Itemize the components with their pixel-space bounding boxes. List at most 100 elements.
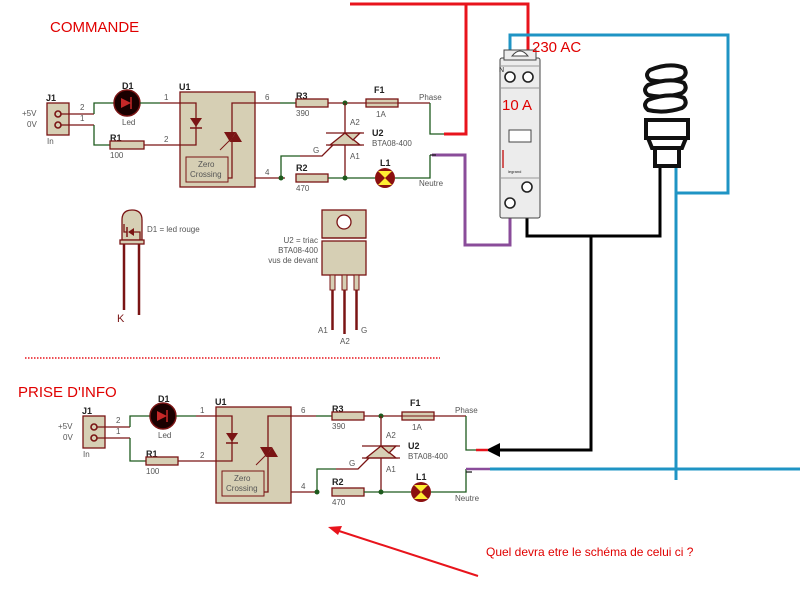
terminal-n-label: N [499,67,504,74]
j1-ref: J1 [82,406,92,416]
wire-lamp-black [525,165,662,238]
r1-ref: R1 [110,133,122,143]
lamp-l1 [411,482,431,502]
u2-value: BTA08-400 [372,139,412,148]
r3-ref: R3 [296,91,308,101]
u1-pin6: 6 [265,93,270,102]
j1-pin-0v: 0V [63,433,73,442]
j1-pin2: 2 [116,416,121,425]
question-arrow [328,526,479,577]
u1-ref: U1 [179,82,191,92]
u1-block-line2: Crossing [190,170,222,179]
u1-block-line1: Zero [234,474,251,483]
u2-pin-g: G [313,146,319,155]
led-note: D1 = led rouge [147,225,200,234]
l1-ref: L1 [380,158,391,168]
d1-ref: D1 [122,81,134,91]
d1-value: Led [122,118,135,127]
led-pinout-drawing: D1 = led rouge K [117,209,200,325]
u2-value: BTA08-400 [408,452,448,461]
mains-wiring [350,2,800,480]
u1-pin4: 4 [301,482,306,491]
u1-block-line1: Zero [198,160,215,169]
r2-ref: R2 [296,163,308,173]
led-cathode-label: K [117,313,125,325]
u1-pin4: 4 [265,168,270,177]
f1-value: 1A [376,110,386,119]
relay-current: 10 A [502,97,532,114]
r3-ref: R3 [332,404,344,414]
arrow-head-icon [486,443,500,457]
u1-block-line2: Crossing [226,484,258,493]
u2-pin-a2: A2 [386,431,396,440]
triac-pin-a2: A2 [340,337,350,346]
resistor-r3 [331,411,365,421]
j1-pin-5v: +5V [22,109,37,118]
u1-pin1: 1 [200,406,205,415]
resistor-r1 [145,456,179,466]
question-text: Quel devra etre le schéma de celui ci ? [486,545,694,559]
wire-phase-red [350,2,468,136]
r3-value: 390 [332,422,346,431]
terminal-pushbutton [504,197,516,209]
f1-ref: F1 [374,85,385,95]
lamp-l1 [375,168,395,188]
f1-ref: F1 [410,398,421,408]
r1-ref: R1 [146,449,158,459]
f1-value: 1A [412,423,422,432]
u1-pin6: 6 [301,406,306,415]
j1-label: In [83,450,90,459]
u2-pin-a2: A2 [350,118,360,127]
circuit-prise-info: J1 +5V 0V In 2 1 D1 Led 1 R1 100 2 U1 Ze… [58,394,490,507]
j1-label: In [47,137,54,146]
wire-purple [432,153,512,247]
triac-pin-a1: A1 [318,326,328,335]
relay-brand: legrand [508,169,521,174]
wire-black-down [500,236,593,452]
u1-pin1: 1 [164,93,169,102]
phase-label: Phase [419,93,442,102]
j1-connector [46,102,70,136]
neutre-label: Neutre [419,179,444,188]
j1-pin-5v: +5V [58,422,73,431]
terminal-l [522,71,534,83]
resistor-r2 [331,487,365,497]
resistor-r1 [109,140,145,150]
u2-ref: U2 [408,441,420,451]
u1-ref: U1 [215,397,227,407]
j1-pin1: 1 [80,114,85,123]
relay-voltage: 230 AC [532,39,581,56]
j1-pin1: 1 [116,427,121,436]
r1-value: 100 [146,467,160,476]
d1-ref: D1 [158,394,170,404]
j1-pin-0v: 0V [27,120,37,129]
r1-value: 100 [110,151,124,160]
u2-pin-a1: A1 [350,152,360,161]
r2-value: 470 [296,184,310,193]
j1-pin2: 2 [80,103,85,112]
resistor-r2 [295,173,329,183]
j1-ref: J1 [46,93,56,103]
resistor-r3 [295,98,329,108]
triac-note-line2: BTA08-400 [278,246,318,255]
u2-ref: U2 [372,128,384,138]
terminal-n [504,71,516,83]
r3-value: 390 [296,109,310,118]
arrow-head-icon [328,526,342,535]
circuit-commande: J1 +5V 0V In 2 1 D1 Led 1 R1 100 2 U1 Ze… [22,81,444,193]
r2-value: 470 [332,498,346,507]
cfl-bulb-icon [643,63,690,168]
u2-pin-a1: A1 [386,465,396,474]
wire-neutral-blue [508,33,730,195]
d1-value: Led [158,431,171,440]
j1-connector [82,415,106,449]
title-prise-info: PRISE D'INFO [18,384,117,401]
relay-module: legrand 230 AC 10 A N [499,39,581,219]
u2-pin-g: G [349,459,355,468]
terminal-lamp [521,181,533,193]
u1-pin2: 2 [200,451,205,460]
triac-pinout-drawing: U2 = triac BTA08-400 vus de devant A1 A2… [268,209,367,346]
u1-pin2: 2 [164,135,169,144]
triac-pin-g: G [361,326,367,335]
triac-note-line3: vus de devant [268,256,319,265]
